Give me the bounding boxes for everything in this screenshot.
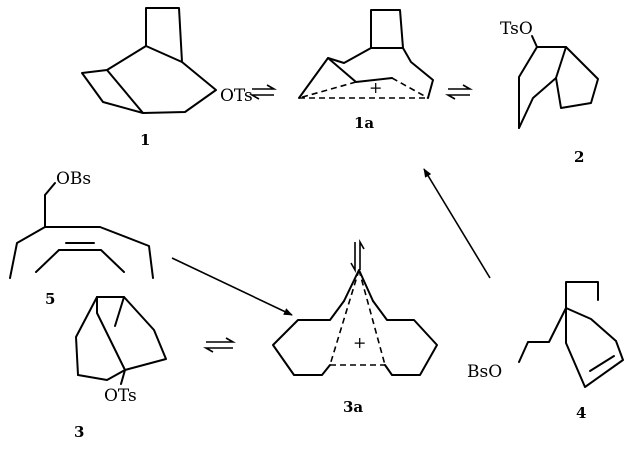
- compound-2: TsO 2: [500, 19, 599, 166]
- compound-5: OBs 5: [9, 169, 154, 308]
- compound-3a-charge: +: [353, 333, 366, 352]
- compound-3-number: 3: [74, 423, 84, 441]
- compound-5-obs-label: OBs: [56, 169, 91, 189]
- equilibrium-arrow-3a-1a: [350, 238, 365, 274]
- compound-1a-number: 1a: [354, 114, 374, 132]
- compound-3a-number: 3a: [343, 398, 363, 416]
- compound-1a-skeleton: [298, 9, 434, 99]
- compound-1-ots-label: OTs: [220, 86, 253, 106]
- equilibrium-arrow-3-3a: [202, 337, 237, 353]
- compound-2-skeleton: [518, 35, 599, 129]
- compound-1a-charge: +: [369, 78, 382, 97]
- compound-1a: + 1a: [298, 9, 434, 132]
- reaction-arrow-5-to-3a: [171, 257, 293, 316]
- compound-2-number: 2: [574, 148, 584, 166]
- compound-3-ots-label: OTs: [104, 386, 137, 406]
- compound-5-number: 5: [45, 290, 55, 308]
- compound-1-number: 1: [140, 131, 150, 149]
- compound-4: BsO 4: [467, 281, 624, 422]
- compound-3a-dashed-bonds: [329, 269, 386, 366]
- compound-4-skeleton: [518, 281, 624, 388]
- equilibrium-arrow-1-1a: [248, 84, 278, 100]
- compound-1a-dashed-bonds: [298, 77, 429, 99]
- compound-3a: + 3a: [272, 269, 438, 416]
- compound-1-skeleton: [81, 7, 217, 114]
- compound-3: OTs 3: [74, 296, 167, 441]
- compound-3a-skeleton: [272, 269, 438, 376]
- compound-4-bso-label: BsO: [467, 362, 502, 382]
- compound-5-skeleton: [9, 182, 154, 279]
- compound-3-skeleton: [75, 296, 167, 385]
- reaction-arrow-4-to-1a: [423, 168, 491, 279]
- compound-2-tso-label: TsO: [500, 19, 533, 39]
- equilibrium-arrow-1a-2: [444, 84, 474, 100]
- compound-4-number: 4: [576, 404, 586, 422]
- compound-1: OTs 1: [81, 7, 253, 149]
